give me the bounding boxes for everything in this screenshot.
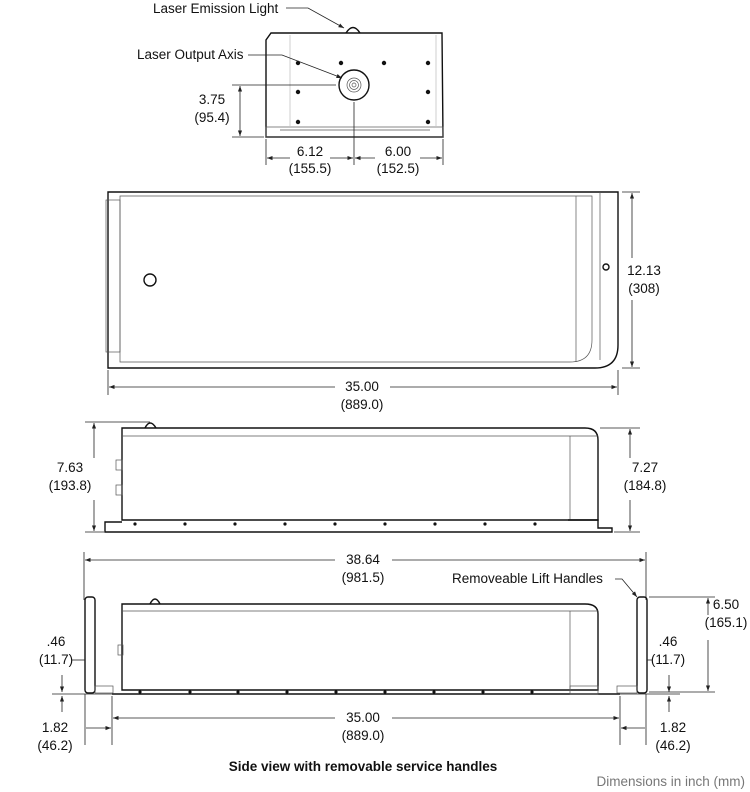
handles-view: 38.64 (981.5) Removeable Lift Handles [37,552,747,774]
units-note: Dimensions in inch (mm) [596,774,745,789]
dim-overall-in: 38.64 [346,552,380,567]
emission-light-icon [345,26,361,34]
dim-top-depth-in: 12.13 [627,263,661,278]
dim-front-left-mm: (155.5) [289,161,332,176]
dim-top-length-mm: (889.0) [341,397,384,412]
dim-left-handle-mm: (46.2) [37,738,72,753]
dim-handles-length-mm: (889.0) [342,728,385,743]
dim-front-height-mm: (95.4) [194,110,229,125]
dim-top-depth-mm: (308) [628,281,660,296]
side-holes [133,522,537,526]
dim-side-right-height-mm: (184.8) [624,478,667,493]
dim-front-right-mm: (152.5) [377,161,420,176]
top-view: 12.13 (308) 35.00 (889.0) [105,191,661,412]
dim-side-left-height-mm: (193.8) [49,478,92,493]
dim-left-offset-mm: (11.7) [39,652,73,667]
dim-top-length-in: 35.00 [345,379,379,394]
callout-emission-light: Laser Emission Light [153,1,279,16]
right-lift-handle [616,596,648,694]
dim-right-handle-in: 1.82 [660,720,686,735]
callout-output-axis: Laser Output Axis [137,47,244,62]
figure-caption: Side view with removable service handles [229,759,498,774]
dim-front-left-in: 6.12 [297,144,323,159]
dim-front-right-in: 6.00 [385,144,411,159]
dim-right-offset-in: .46 [659,634,678,649]
dim-handle-height-in: 6.50 [713,597,739,612]
mounting-holes [295,60,431,125]
dim-overall-mm: (981.5) [342,570,385,585]
laser-output-aperture [338,69,370,101]
callout-lift-handles: Removeable Lift Handles [452,571,603,586]
dim-handle-height-mm: (165.1) [705,615,748,630]
dim-side-right-height-in: 7.27 [632,460,658,475]
left-lift-handle [84,596,114,694]
dim-handles-length-in: 35.00 [346,710,380,725]
side-view: 7.63 (193.8) 7.27 (184.8) [49,421,667,533]
dim-side-left-height-in: 7.63 [57,460,83,475]
dim-front-height-in: 3.75 [199,92,225,107]
handles-view-holes [138,690,534,694]
dim-right-handle-mm: (46.2) [655,738,690,753]
dim-right-offset-mm: (11.7) [651,652,685,667]
dim-left-offset-in: .46 [47,634,66,649]
dim-left-handle-in: 1.82 [42,720,68,735]
front-view: Laser Emission Light Laser Output Axis 3… [137,1,444,176]
